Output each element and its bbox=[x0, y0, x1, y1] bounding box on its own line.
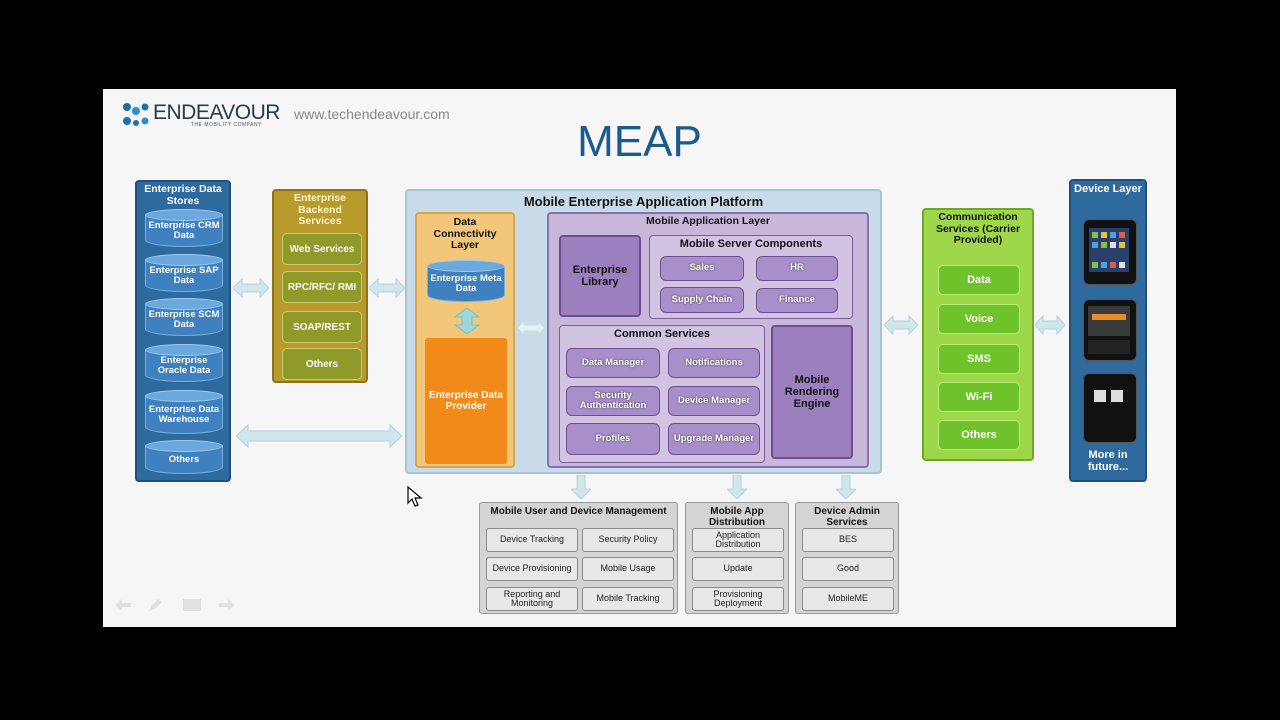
common-services: Common Services Data Manager Notificatio… bbox=[559, 325, 765, 463]
mgmt-device-provisioning: Device Provisioning bbox=[486, 557, 578, 581]
datastore-crm: Enterprise CRM Data bbox=[145, 209, 223, 247]
backend-soap: SOAP/REST bbox=[282, 311, 362, 343]
data-stores-title: Enterprise Data Stores bbox=[144, 183, 222, 207]
comm-voice: Voice bbox=[938, 304, 1020, 334]
datastore-others: Others bbox=[145, 440, 223, 474]
menu-icon[interactable] bbox=[183, 599, 201, 611]
logo-tagline: THE MOBILITY COMPANY bbox=[191, 122, 262, 128]
mouse-cursor-icon bbox=[407, 486, 423, 507]
comm-title: Communication Services (Carrier Provided… bbox=[935, 211, 1021, 247]
server-hr: HR bbox=[756, 256, 838, 281]
mgmt-device-tracking: Device Tracking bbox=[486, 528, 578, 552]
vertical-double-arrow-icon bbox=[453, 308, 481, 334]
enterprise-library: Enterprise Library bbox=[559, 235, 641, 317]
service-upgrade-manager: Upgrade Manager bbox=[668, 423, 760, 455]
mobile-application-layer: Mobile Application Layer Enterprise Libr… bbox=[547, 212, 869, 468]
logo-text: ENDEAVOUR bbox=[153, 101, 280, 124]
communication-services-column: Communication Services (Carrier Provided… bbox=[922, 208, 1034, 461]
device-footer: More in future... bbox=[1087, 449, 1129, 474]
double-arrow-icon bbox=[1035, 314, 1065, 336]
endeavour-logo-icon bbox=[123, 103, 149, 126]
pen-icon[interactable] bbox=[149, 599, 163, 611]
backend-title: Enterprise Backend Services bbox=[294, 192, 346, 228]
data-connectivity-layer: Data Connectivity Layer Enterprise Meta … bbox=[415, 212, 515, 468]
server-sales: Sales bbox=[660, 256, 744, 281]
user-device-management: Mobile User and Device Management Device… bbox=[479, 502, 678, 614]
double-arrow-icon bbox=[233, 277, 269, 299]
admin-mobileme: MobileME bbox=[802, 587, 894, 611]
service-data-manager: Data Manager bbox=[566, 348, 660, 378]
backend-web-services: Web Services bbox=[282, 233, 362, 265]
mobile-server-components: Mobile Server Components Sales HR Supply… bbox=[649, 235, 853, 319]
server-supply-chain: Supply Chain bbox=[660, 287, 744, 313]
mobile-rendering-engine: Mobile Rendering Engine bbox=[771, 325, 853, 459]
datastore-oracle: Enterprise Oracle Data bbox=[145, 344, 223, 382]
double-arrow-icon bbox=[369, 277, 405, 299]
service-profiles: Profiles bbox=[566, 423, 660, 455]
mgmt-security-policy: Security Policy bbox=[582, 528, 674, 552]
smartphone-icon bbox=[1083, 299, 1137, 361]
distribution-application: Application Distribution bbox=[692, 528, 784, 552]
server-finance: Finance bbox=[756, 288, 838, 313]
admin-good: Good bbox=[802, 557, 894, 581]
admin-title: Device Admin Services bbox=[814, 506, 880, 528]
smartphone-icon bbox=[1083, 373, 1137, 443]
distribution-title: Mobile App Distribution bbox=[708, 506, 766, 528]
distribution-update: Update bbox=[692, 557, 784, 581]
down-arrow-icon bbox=[571, 475, 591, 499]
enterprise-data-provider: Enterprise Data Provider bbox=[425, 338, 507, 464]
platform-title: Mobile Enterprise Application Platform bbox=[523, 194, 764, 209]
admin-bes: BES bbox=[802, 528, 894, 552]
smartphone-icon bbox=[1083, 219, 1137, 285]
comm-data: Data bbox=[938, 265, 1020, 295]
datastore-sap: Enterprise SAP Data bbox=[145, 254, 223, 292]
double-arrow-icon bbox=[517, 319, 545, 337]
backend-services-column: Enterprise Backend Services Web Services… bbox=[272, 189, 368, 383]
comm-wifi: Wi-Fi bbox=[938, 382, 1020, 412]
comm-sms: SMS bbox=[938, 344, 1020, 374]
long-double-arrow-icon bbox=[236, 423, 402, 449]
slideshow-controls[interactable] bbox=[115, 599, 239, 613]
mgmt-mobile-usage: Mobile Usage bbox=[582, 557, 674, 581]
mal-title: Mobile Application Layer bbox=[646, 215, 770, 227]
mgmt-title: Mobile User and Device Management bbox=[490, 506, 667, 517]
distribution-provisioning: Provisioning Deployment bbox=[692, 587, 784, 611]
app-distribution: Mobile App Distribution Application Dist… bbox=[685, 502, 789, 614]
double-arrow-icon bbox=[884, 314, 918, 336]
service-notifications: Notifications bbox=[668, 348, 760, 378]
data-stores-column: Enterprise Data Stores Enterprise CRM Da… bbox=[135, 180, 231, 482]
website-url: www.techendeavour.com bbox=[294, 106, 450, 122]
backend-rpc: RPC/RFC/ RMI bbox=[282, 271, 362, 303]
down-arrow-icon bbox=[727, 475, 747, 499]
backend-others: Others bbox=[282, 348, 362, 380]
device-admin-services: Device Admin Services BES Good MobileME bbox=[795, 502, 899, 614]
device-layer-column: Device Layer More in future... bbox=[1069, 179, 1147, 482]
slide: ENDEAVOUR THE MOBILITY COMPANY www.teche… bbox=[103, 89, 1176, 627]
service-device-manager: Device Manager bbox=[668, 386, 760, 416]
meap-platform: Mobile Enterprise Application Platform D… bbox=[405, 189, 882, 474]
datastore-scm: Enterprise SCM Data bbox=[145, 298, 223, 336]
enterprise-meta-data: Enterprise Meta Data bbox=[427, 260, 505, 302]
common-title: Common Services bbox=[614, 328, 710, 340]
server-title: Mobile Server Components bbox=[679, 238, 823, 250]
device-title: Device Layer bbox=[1074, 183, 1142, 195]
previous-slide-icon[interactable] bbox=[115, 599, 131, 611]
down-arrow-icon bbox=[836, 475, 856, 499]
mgmt-reporting: Reporting and Monitoring bbox=[486, 587, 578, 611]
slide-title: MEAP bbox=[577, 117, 702, 166]
service-security-auth: Security Authentication bbox=[566, 386, 660, 416]
datastore-warehouse: Enterprise Data Warehouse bbox=[145, 390, 223, 434]
mgmt-mobile-tracking: Mobile Tracking bbox=[582, 587, 674, 611]
next-slide-icon[interactable] bbox=[219, 599, 235, 611]
dcl-title: Data Connectivity Layer bbox=[433, 216, 497, 252]
comm-others: Others bbox=[938, 420, 1020, 450]
